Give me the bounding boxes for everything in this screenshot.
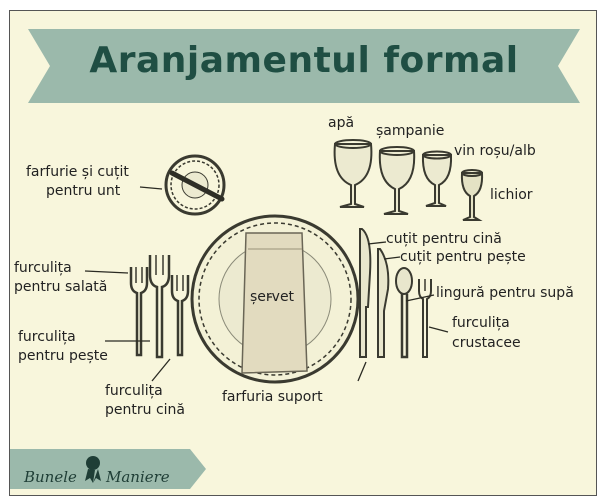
infographic-card: Aranjamentul formal farfurie și cuțit pe… [9,10,597,496]
water-glass-icon [335,140,372,207]
label-fish-fork: furculița [18,329,76,346]
label-soup-spoon: lingură pentru supă [436,285,574,302]
butter-plate-icon [166,156,224,214]
champagne-glass-icon [380,147,414,214]
wine-glass-icon [423,152,451,207]
label-fish-knife: cuțit pentru pește [400,249,526,266]
liqueur-glass-icon [462,170,482,220]
label-charger: farfuria suport [222,389,323,406]
label-salad-fork: furculița [14,260,72,277]
oyster-fork-icon [419,279,431,357]
label-fish-fork-2: pentru pește [18,348,108,365]
dinner-knife-icon [360,229,370,357]
label-dinner-knife: cuțit pentru cină [386,231,502,248]
label-dinner-fork: furculița [105,383,163,400]
label-oyster-fork-2: crustacee [452,335,521,352]
page-title: Aranjamentul formal [10,40,598,81]
label-wine: vin roșu/alb [454,143,536,160]
label-oyster-fork: furculița [452,315,510,332]
dinner-fork-icon [172,275,188,355]
label-butter: farfurie și cuțit [26,164,129,181]
label-salad-fork-2: pentru salată [14,279,107,296]
salad-fork-icon [131,267,147,355]
brand-left: Bunele [24,468,77,486]
fish-fork-icon [150,255,169,357]
label-dinner-fork-2: pentru cină [105,402,185,419]
fish-knife-icon [378,249,388,357]
label-butter-2: pentru unt [46,183,120,200]
label-liqueur: lichior [490,187,533,204]
brand-right: Maniere [106,468,170,486]
label-napkin: șervet [250,289,294,306]
label-water: apă [328,115,354,132]
label-champagne: șampanie [376,123,444,140]
soup-spoon-icon [396,268,412,357]
